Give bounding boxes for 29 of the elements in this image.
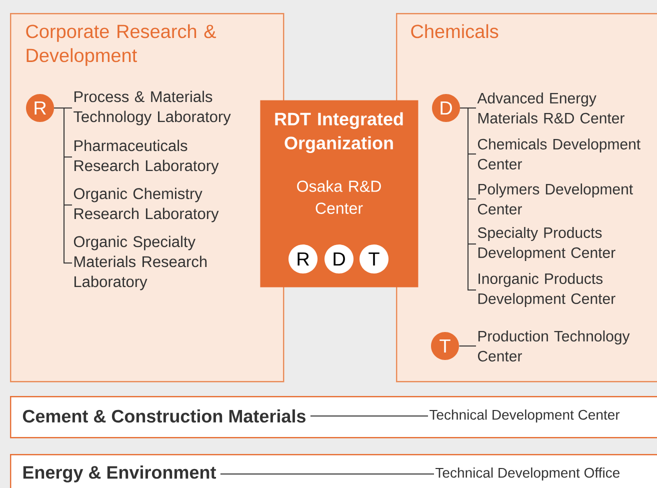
unit-name: Inorganic Products Development Center bbox=[478, 273, 616, 307]
connector-line bbox=[460, 108, 476, 290]
letter-badge: R bbox=[288, 244, 318, 274]
unit-name: Specialty Products Development Center bbox=[478, 227, 616, 261]
letter-badge: R bbox=[26, 94, 54, 122]
band-heading: Cement & Construction Materials bbox=[22, 409, 306, 423]
unit-name: Technical Development Center bbox=[430, 409, 620, 423]
division-band bbox=[10, 454, 657, 488]
box-heading: RDT Integrated Organization bbox=[275, 112, 403, 154]
division-band bbox=[10, 396, 657, 438]
box-subtitle: Osaka R&D Center bbox=[297, 180, 381, 214]
connector-line bbox=[54, 108, 72, 264]
unit-name: Organic Specialty Materials Research Laboratory bbox=[74, 236, 207, 290]
unit-name: Process & Materials Technology Laboratory bbox=[74, 90, 231, 126]
unit-name: Technical Development Office bbox=[436, 467, 620, 481]
unit-name: Organic Chemistry Research Laboratory bbox=[74, 188, 219, 222]
panel-heading: Chemicals bbox=[411, 24, 498, 38]
unit-name: Pharmaceuticals Research Laboratory bbox=[74, 140, 219, 174]
unit-name: Advanced Energy Materials R&D Center bbox=[477, 92, 624, 124]
letter-badge: D bbox=[432, 94, 460, 122]
organization-box bbox=[260, 100, 418, 288]
panel-heading: Corporate Research & Development bbox=[26, 24, 216, 66]
letter-badge: D bbox=[324, 244, 354, 274]
band-heading: Energy & Environment bbox=[23, 466, 216, 482]
unit-name: Polymers Development Center bbox=[478, 183, 633, 214]
letter-badge: T bbox=[431, 332, 459, 360]
letter-badge: T bbox=[360, 244, 388, 274]
unit-name: Production Technology Center bbox=[478, 330, 630, 362]
unit-name: Chemicals Development Center bbox=[478, 138, 640, 170]
